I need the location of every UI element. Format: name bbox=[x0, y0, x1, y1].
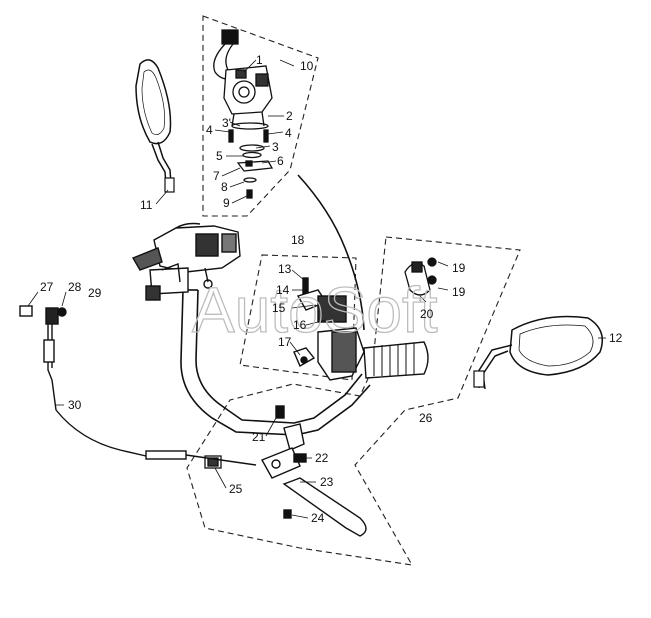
callout-22: 22 bbox=[315, 451, 329, 465]
callout-23: 23 bbox=[320, 475, 334, 489]
callout-8: 8 bbox=[221, 180, 228, 194]
callout-20: 20 bbox=[420, 307, 434, 321]
callout-4-left: 4 bbox=[206, 123, 213, 137]
cable bbox=[297, 174, 365, 331]
callout-19-upper: 19 bbox=[452, 261, 466, 275]
callout-14: 14 bbox=[276, 283, 290, 297]
group-outline-26 bbox=[186, 236, 521, 566]
left-switch-housing bbox=[131, 222, 241, 301]
right-switch-throttle bbox=[293, 277, 429, 381]
callout-4-right: 4 bbox=[285, 126, 292, 140]
callout-24: 24 bbox=[311, 511, 325, 525]
group-outline-10 bbox=[202, 15, 319, 217]
callout-29: 29 bbox=[88, 286, 102, 300]
callout-15: 15 bbox=[272, 301, 286, 315]
callout-3-prime: 3' bbox=[222, 116, 231, 130]
clamp-19-20 bbox=[404, 257, 437, 296]
mirror-left bbox=[135, 59, 175, 193]
ignition-switch bbox=[213, 29, 274, 199]
callout-27: 27 bbox=[40, 280, 54, 294]
callout-5: 5 bbox=[216, 149, 223, 163]
callout-11: 11 bbox=[140, 198, 153, 212]
callout-13: 13 bbox=[278, 262, 292, 276]
cable-hose-27-30 bbox=[19, 305, 257, 466]
callout-10: 10 bbox=[300, 59, 314, 73]
callout-2: 2 bbox=[286, 109, 293, 123]
callouts: 1 2 3 3' 4 4 5 6 7 8 9 10 11 12 13 14 15… bbox=[40, 53, 623, 525]
group-outline-18 bbox=[239, 254, 357, 381]
watermark-text: AutoSoft bbox=[192, 274, 438, 346]
mirror-right bbox=[473, 315, 603, 390]
callout-21: 21 bbox=[252, 430, 266, 444]
callout-1: 1 bbox=[256, 53, 263, 67]
callout-9: 9 bbox=[223, 196, 230, 210]
callout-17: 17 bbox=[278, 335, 292, 349]
callout-12: 12 bbox=[609, 331, 623, 345]
brake-lever-assembly bbox=[261, 405, 367, 537]
callout-6: 6 bbox=[277, 154, 284, 168]
callout-16: 16 bbox=[293, 318, 307, 332]
callout-25: 25 bbox=[229, 482, 243, 496]
callout-28: 28 bbox=[68, 280, 82, 294]
callout-18: 18 bbox=[291, 233, 305, 247]
leader-lines bbox=[27, 59, 606, 519]
callout-30: 30 bbox=[68, 398, 82, 412]
callout-7: 7 bbox=[213, 169, 220, 183]
callout-3: 3 bbox=[272, 140, 279, 154]
callout-26: 26 bbox=[419, 411, 433, 425]
callout-19-lower: 19 bbox=[452, 285, 466, 299]
